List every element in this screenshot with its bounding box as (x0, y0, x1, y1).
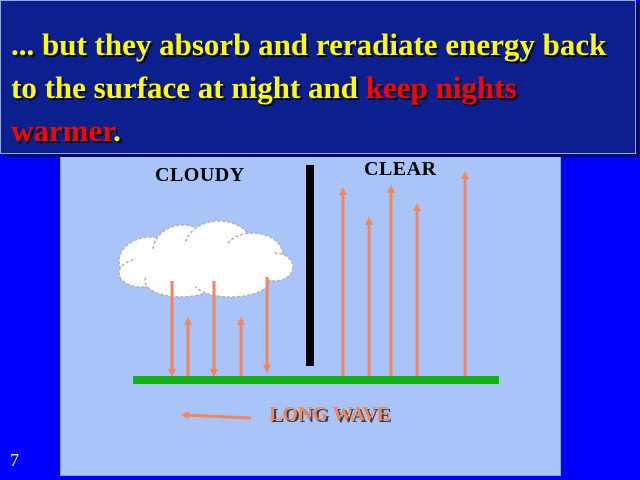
slide-title-box: ... but they absorb and reradiate energy… (0, 0, 636, 154)
slide-number: 7 (10, 450, 19, 470)
slide-title: ... but they absorb and reradiate energy… (11, 23, 631, 152)
title-highlight: keep nights warmer (11, 70, 517, 148)
radiation-diagram: CLOUDY CLEAR LONG WAVE (60, 140, 561, 476)
cloud-icon (118, 220, 294, 298)
long-wave-label: LONG WAVE (269, 403, 390, 425)
diagram-artwork (118, 165, 499, 420)
cloudy-arrows (168, 277, 271, 383)
clear-label: CLEAR (364, 158, 437, 180)
cloudy-label: CLOUDY (155, 164, 245, 186)
clear-arrows (339, 171, 469, 377)
ground-line (133, 376, 499, 384)
long-wave-arrow (181, 411, 252, 420)
divider-bar (306, 165, 314, 366)
title-text-part1: ... but they absorb and reradiate energy… (11, 27, 607, 105)
title-text-part2: . (113, 113, 121, 148)
